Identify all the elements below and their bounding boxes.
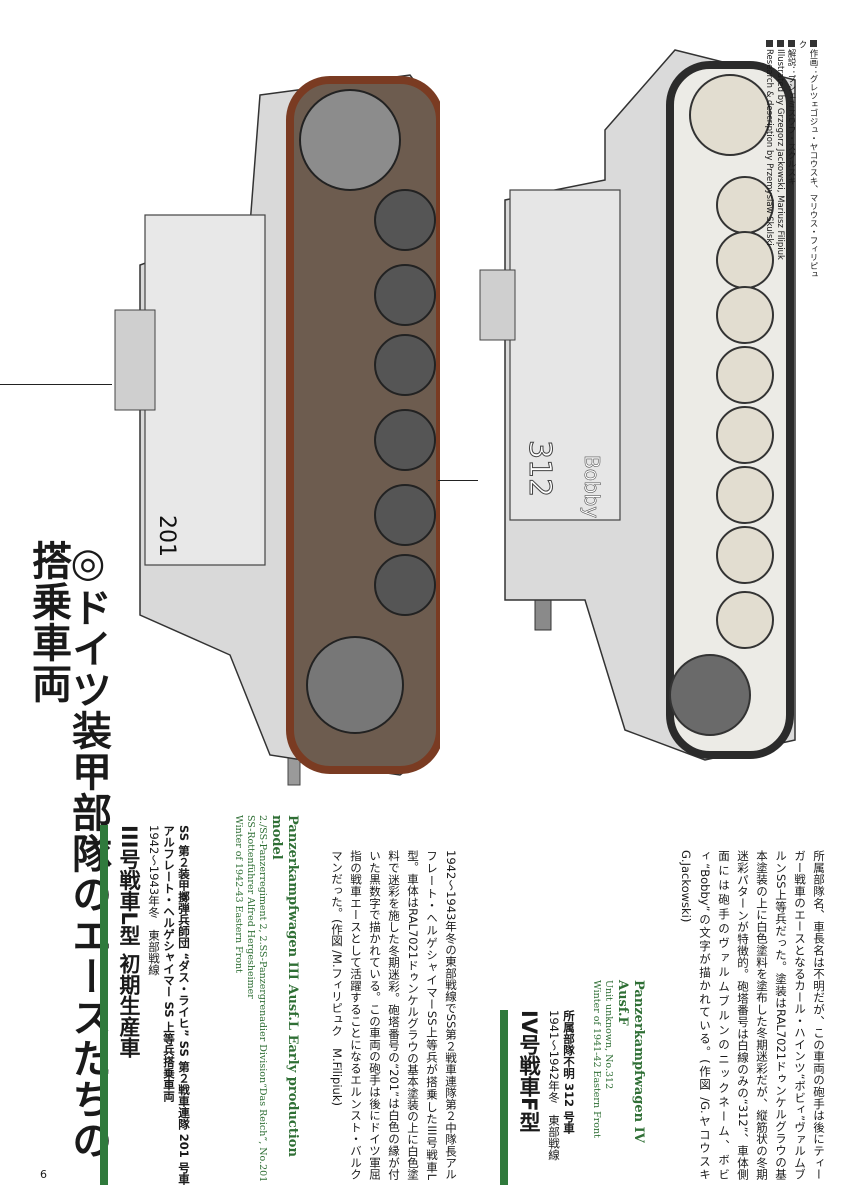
tank2-nickname: Bobby <box>580 455 604 518</box>
tank1-period: 1942～1943年冬 東部戦線 <box>147 825 161 976</box>
tank2-en-period: Winter of 1941-42 Eastern Front <box>591 980 602 1138</box>
square-bullet-icon <box>765 40 773 47</box>
tank1-unit: SS 第２装甲擲弾兵師団 “ダス・ライヒ” SS 第２戦車連隊 201 号車 <box>177 825 191 1185</box>
tank1-description: 1942～1943年冬の東部戦線でSS第２戦車連隊第２中隊長アルフレート・ヘルゲ… <box>330 850 458 1180</box>
tank2-en-title: Panzerkampfwagen IV Ausf.F <box>615 980 646 1143</box>
credits-line3: Illustrated by Grzegorz Jackowski, Mariu… <box>775 49 785 260</box>
tank2-subtitle-block: 所属部隊不明 312 号車 1941～1942年冬 東部戦線 <box>546 1010 576 1185</box>
tank1-en-period: Winter of 1942-43 Eastern Front <box>233 815 244 973</box>
tank1-turret-number: 201 <box>154 515 179 557</box>
leader-line-tank2 <box>438 480 478 481</box>
tank1-en-unit: 2./SS-Panzerregiment 2, 2.SS-Panzergrena… <box>257 815 268 1183</box>
tank1-en-crew: SS-Rottenführer Alfred Hergesheimer <box>245 815 256 999</box>
tank-illustration-panzer-iv: 312 Bobby <box>479 49 796 761</box>
tank2-description: 所属部隊名、車長名は不明だが、この車両の砲手は後にティーガー戦車のエースとなるカ… <box>679 850 826 1192</box>
tank2-en-unit: Unit unknown, No.312 <box>603 980 614 1090</box>
tank1-title: III号戦車L型 初期生産車 <box>117 825 141 1059</box>
tank-illustration-panzer-iii: 201 <box>114 74 440 786</box>
tank2-unit: 所属部隊不明 312 号車 <box>562 1010 576 1135</box>
credits-line2: 解説：プシェミスワフ・スクルスキ <box>786 49 796 185</box>
tank2-title: IV号戦車F型 <box>517 1010 541 1133</box>
credits-line4: Research & description by Przemyslaw Sku… <box>764 49 774 246</box>
page-title: ◎ドイツ装甲部隊のエースたちの搭乗車両 <box>25 540 111 1161</box>
section-bar-tank1 <box>100 825 108 1185</box>
credits-line1: 作画：グレツェゴジュ・ヤコウスキ、マリウス・フィリピュク <box>797 40 818 279</box>
tank1-crew: アルフレート・ヘルゲシャイマー SS 上等兵搭乗車両 <box>162 825 176 1103</box>
leader-line-tank1 <box>0 384 112 385</box>
square-bullet-icon <box>809 40 817 47</box>
tank1-english-block: Panzerkampfwagen III Ausf.L Early produc… <box>232 815 300 1190</box>
tank1-subtitle-block: SS 第２装甲擲弾兵師団 “ダス・ライヒ” SS 第２戦車連隊 201 号車 ア… <box>146 825 191 1185</box>
square-bullet-icon <box>787 40 795 47</box>
tank1-en-title: Panzerkampfwagen III Ausf.L Early produc… <box>269 815 300 1157</box>
tank2-period: 1941～1942年冬 東部戦線 <box>547 1010 561 1161</box>
section-bar-tank2 <box>500 1010 508 1185</box>
credits: 作画：グレツェゴジュ・ヤコウスキ、マリウス・フィリピュク 解説：プシェミスワフ・… <box>758 40 818 280</box>
page-number: 6 <box>40 1168 47 1181</box>
tank2-english-block: Panzerkampfwagen IV Ausf.F Unit unknown,… <box>590 980 646 1190</box>
square-bullet-icon <box>776 40 784 47</box>
tank2-turret-number: 312 <box>522 440 557 497</box>
